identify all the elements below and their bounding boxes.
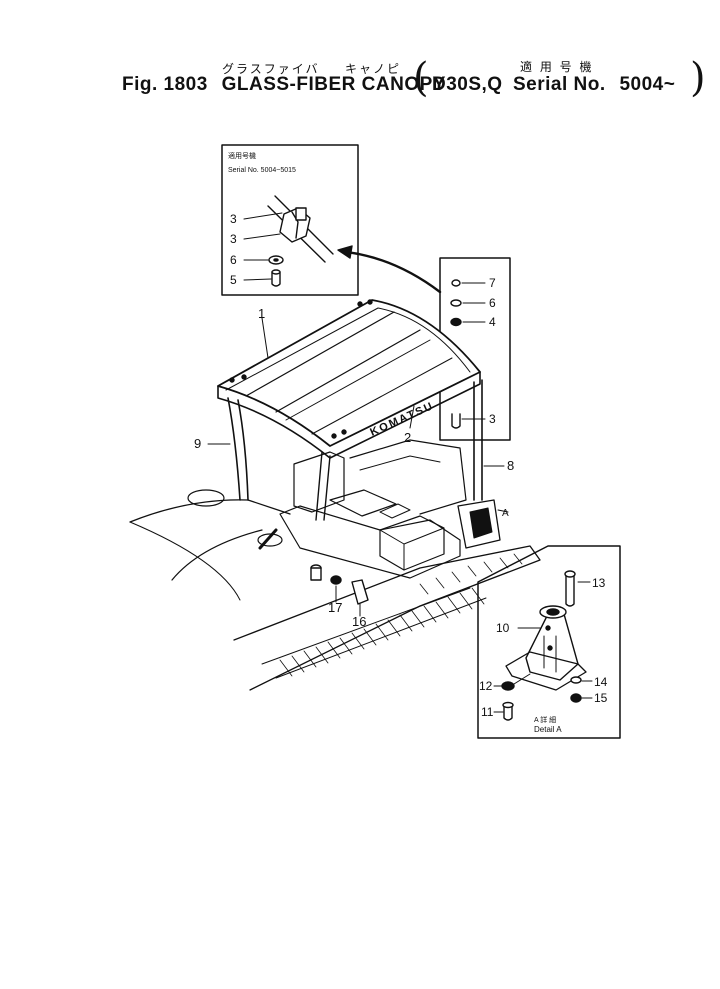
callout-14: 14 xyxy=(594,675,608,689)
detail-caption-kana: A 詳 細 xyxy=(534,715,556,724)
nut-15 xyxy=(570,693,582,703)
front-post xyxy=(315,451,323,521)
callout-5: 5 xyxy=(230,273,237,287)
callout-10: 10 xyxy=(496,621,510,635)
serial-value: 5004~ xyxy=(619,74,676,95)
kana-serial: 適 用 号 機 xyxy=(520,60,594,74)
hood-top xyxy=(129,499,291,523)
callout-8: 8 xyxy=(507,458,514,473)
rubber-part xyxy=(450,317,462,327)
washer-17 xyxy=(330,575,342,585)
rear-post-left xyxy=(227,397,241,501)
figure-header: グラスファイバ キャノピ 適 用 号 機 Fig. 1803 GLASS-FIB… xyxy=(0,0,720,110)
callout-11: 11 xyxy=(481,705,494,719)
serial-line: Serial No. 5004~ xyxy=(513,74,683,96)
loose-fasteners xyxy=(310,564,369,617)
bolt-part xyxy=(271,271,281,287)
pointer-arrow xyxy=(344,250,442,294)
u-bolt-part xyxy=(451,413,461,429)
machine-body xyxy=(129,439,541,691)
callout-1: 1 xyxy=(258,306,265,321)
roof-rib-1 xyxy=(245,311,395,397)
callout-12: 12 xyxy=(479,679,493,693)
callout-3b: 3 xyxy=(230,232,237,246)
fender xyxy=(349,439,467,515)
track-shoes xyxy=(279,553,523,677)
callout-3a: 3 xyxy=(230,212,237,226)
callout-13: 13 xyxy=(592,576,606,590)
mount-bracket-a xyxy=(457,499,501,549)
callout-6-inset: 6 xyxy=(230,253,237,267)
floor-deck xyxy=(279,505,461,579)
bolt-11 xyxy=(503,705,513,721)
callout-9: 9 xyxy=(194,436,201,451)
bolt-16 xyxy=(351,579,369,605)
detail-a-frame xyxy=(477,545,621,739)
callout-15: 15 xyxy=(594,691,608,705)
lockwasher-part xyxy=(450,299,462,307)
inset-bracket-frame xyxy=(221,144,359,296)
callout-16: 16 xyxy=(352,614,366,629)
callout-17: 17 xyxy=(328,600,342,615)
callout-4: 4 xyxy=(489,315,496,329)
callout-a: A xyxy=(502,508,509,519)
callout-2: 2 xyxy=(404,430,411,445)
inset-serial-text: Serial No. 5004~5015 xyxy=(228,167,296,174)
washer-14 xyxy=(570,676,582,684)
callout-7: 7 xyxy=(489,276,496,290)
inset-kana-serial: 適用号機 xyxy=(228,151,256,160)
open-paren: ( xyxy=(413,55,429,101)
roof-rib-2 xyxy=(275,329,421,413)
nut-12 xyxy=(501,681,515,691)
exhaust-part xyxy=(187,489,225,507)
detail-a-inset: 13 10 14 15 12 11 A 詳 細 Detail A xyxy=(477,545,621,739)
seat-cushion xyxy=(329,489,397,517)
close-paren: ) xyxy=(690,55,706,101)
main-callouts: 1 9 2 8 A 17 16 xyxy=(194,306,514,629)
callout-3: 3 xyxy=(489,412,496,426)
callout-6: 6 xyxy=(489,296,496,310)
bolt-13 xyxy=(565,575,575,607)
kana-canopy: キャノピ xyxy=(345,62,402,76)
kana-glass-fiber: グラスファイバ xyxy=(222,62,320,76)
seat-back xyxy=(293,451,345,513)
nut-part xyxy=(451,279,461,287)
detail-caption: Detail A xyxy=(534,725,562,734)
inset-bracket-detail: 適用号機 Serial No. 5004~5015 3 3 6 5 xyxy=(221,144,359,296)
canopy-title: GLASS-FIBER CANOPY xyxy=(221,74,446,95)
model-label: D30S,Q xyxy=(432,74,503,95)
base-plate xyxy=(505,651,587,691)
console-box xyxy=(379,515,445,571)
fig-label: Fig. 1803 xyxy=(122,74,208,95)
figure-title: Fig. 1803 GLASS-FIBER CANOPY xyxy=(122,74,454,96)
serial-label: Serial No. xyxy=(513,74,606,95)
canopy-posts xyxy=(227,379,483,521)
pointer-arrowhead xyxy=(337,245,353,259)
